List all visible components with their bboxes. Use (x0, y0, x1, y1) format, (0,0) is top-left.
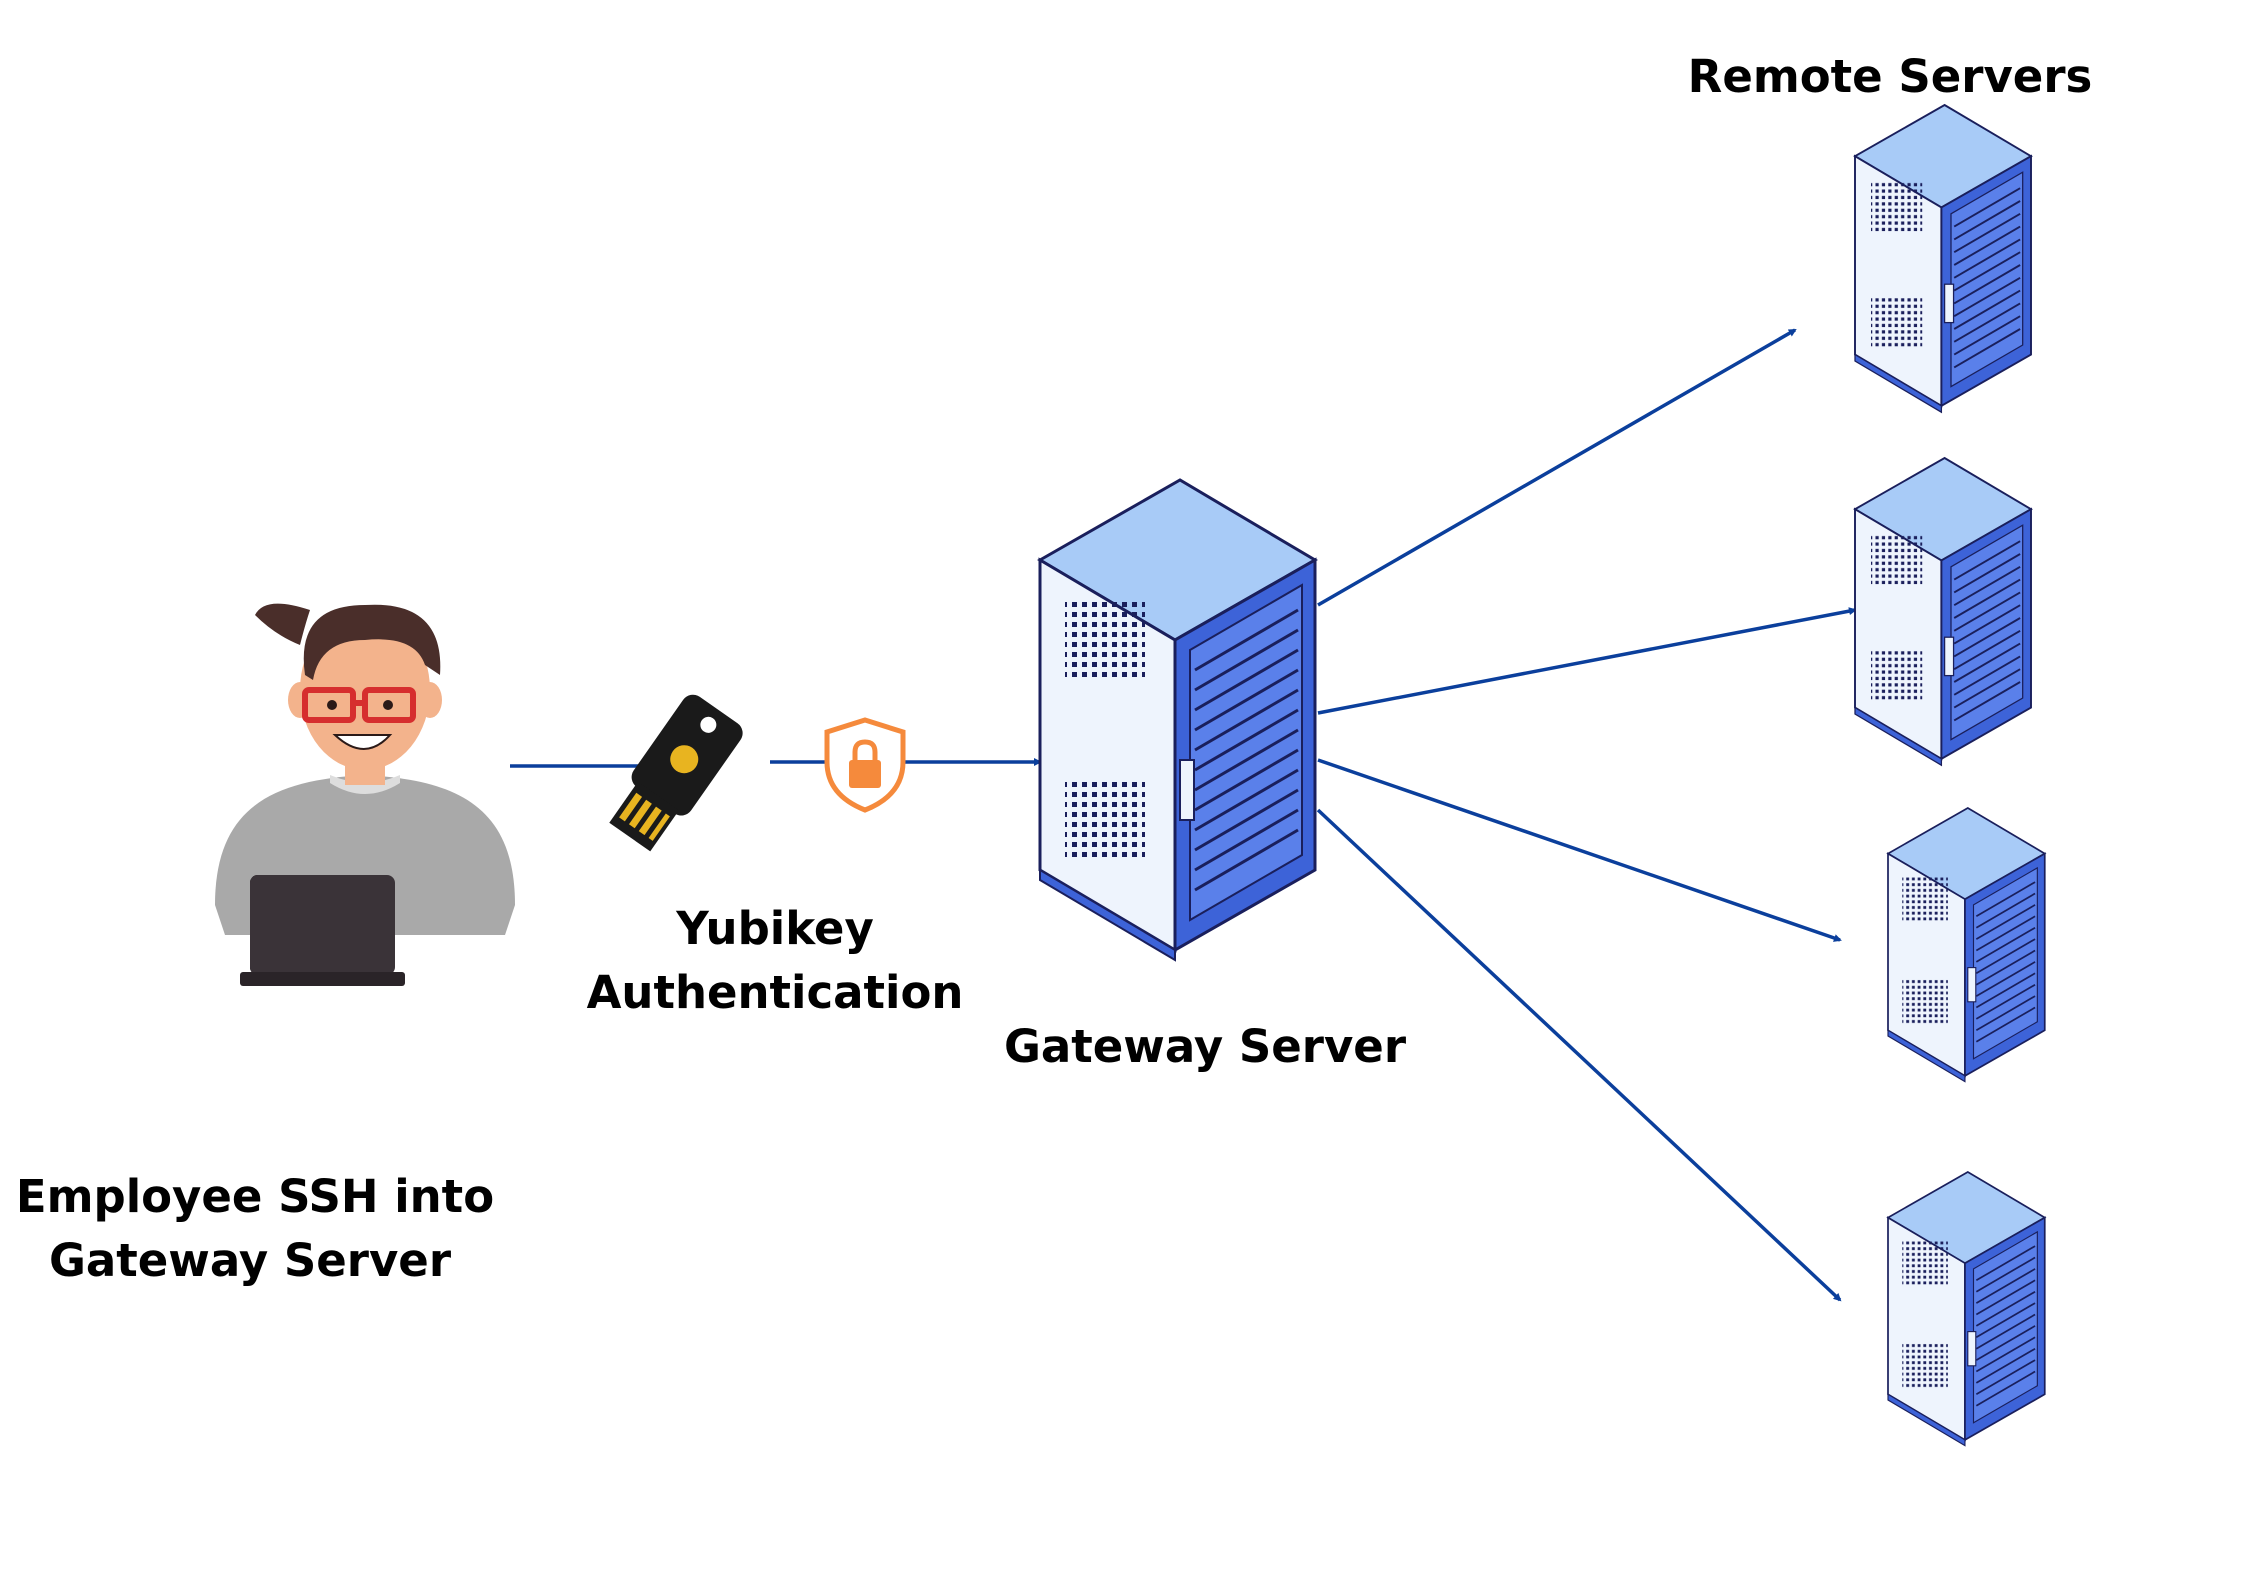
employee-label-line2: Gateway Server (49, 1234, 452, 1287)
arrow-gateway-to-remote-1 (1317, 328, 1797, 607)
remote-server-rack-icon-4 (1887, 1171, 2046, 1447)
gateway-server-rack-icon (1038, 478, 1317, 962)
arrow-gateway-to-remote-3 (1317, 758, 1842, 942)
remote-server-rack-icon-3 (1887, 807, 2046, 1083)
arrow-gateway-to-remote-2 (1317, 607, 1857, 715)
usb-security-key-icon (609, 694, 743, 852)
laptop-icon (240, 875, 405, 986)
gateway-server-label: Gateway Server (1004, 1020, 1407, 1073)
remote-server-rack-icon-1 (1854, 104, 2032, 414)
connectors (510, 328, 1857, 1302)
remote-server-rack-icon-2 (1854, 457, 2032, 767)
arrow-gateway-to-remote-4 (1316, 808, 1842, 1302)
shield-lock-icon (824, 717, 906, 813)
yubikey-label-line1: Yubikey (675, 902, 874, 955)
remote-servers-label: Remote Servers (1688, 50, 2093, 103)
employee-label-line1: Employee SSH into (16, 1170, 494, 1223)
yubikey-label-line2: Authentication (587, 966, 964, 1019)
